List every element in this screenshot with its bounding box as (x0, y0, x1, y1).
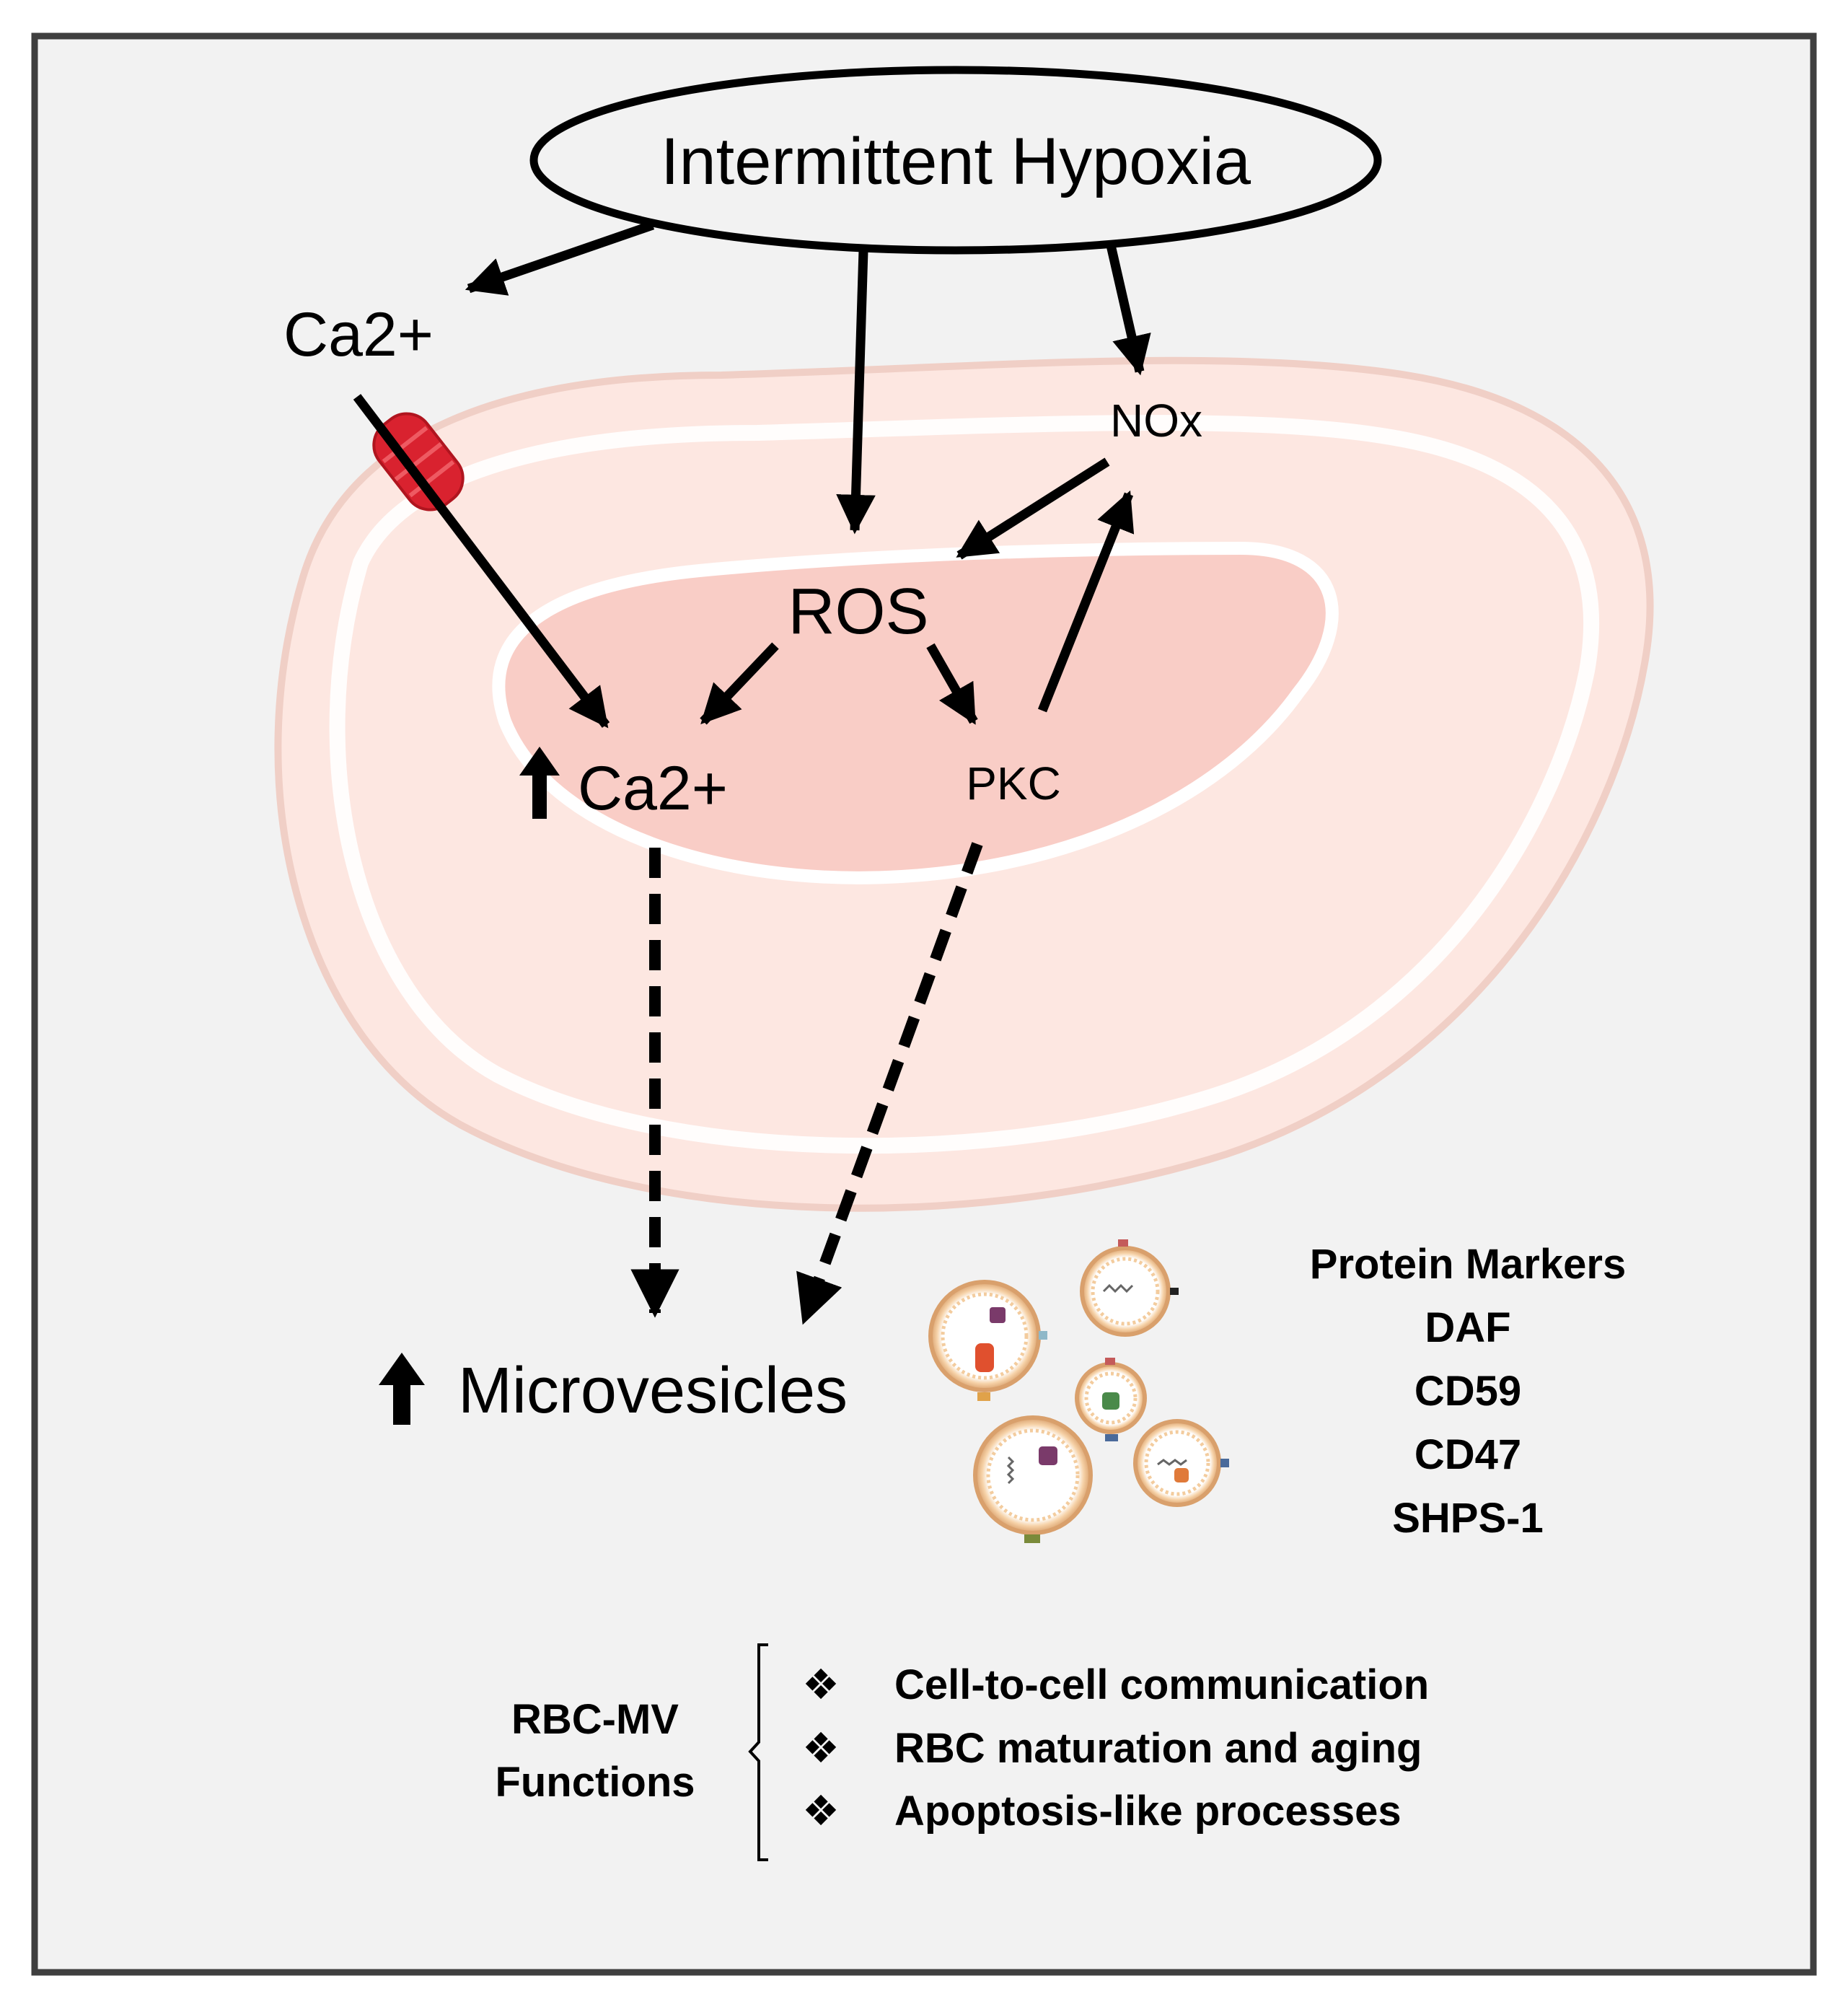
vesicle-2 (928, 1280, 1047, 1401)
functions-label-line1: RBC-MV (511, 1696, 679, 1743)
nox-label: NOx (1110, 395, 1202, 447)
bullet-icon: ❖ (802, 1661, 840, 1708)
microvesicles-label: Microvesicles (458, 1355, 848, 1427)
arrow-pkc-to-nox (1037, 490, 1135, 713)
bullet-icon: ❖ (802, 1725, 840, 1772)
vesicle-5 (1133, 1419, 1229, 1507)
markers-title: Protein Markers (1310, 1241, 1626, 1288)
arrow-hypoxia-to-ca-outside (465, 220, 655, 296)
marker-item: DAF (1425, 1304, 1510, 1351)
calcium-channel-icon (372, 412, 465, 511)
up-arrow-ca-icon (519, 747, 560, 819)
hypoxia-label: Intermittent Hypoxia (661, 125, 1251, 198)
vesicle-1 (1080, 1239, 1179, 1337)
ros-label: ROS (788, 576, 928, 648)
vesicle-4 (973, 1415, 1093, 1543)
ca-outside-label: Ca2+ (283, 300, 434, 369)
up-arrow-microvesicles-icon (379, 1353, 425, 1425)
arrow-ros-to-pkc (926, 643, 978, 725)
function-item: RBC maturation and aging (894, 1725, 1422, 1772)
rbc-rim-highlight (329, 415, 1600, 1154)
pkc-label: PKC (966, 757, 1061, 809)
arrow-ca-outside-to-ca-inside (353, 394, 610, 729)
functions-label-line2: Functions (495, 1759, 695, 1806)
arrow-hypoxia-to-ros (836, 250, 876, 535)
hypoxia-ellipse (529, 66, 1382, 255)
solid-arrows (353, 220, 1151, 729)
red-blood-cell (274, 356, 1654, 1212)
marker-item: CD59 (1414, 1368, 1521, 1415)
vesicle-3 (1075, 1358, 1147, 1441)
arrow-nox-to-ros (956, 457, 1110, 560)
functions-brace (748, 1643, 768, 1861)
arrow-pkc-to-microvesicles (796, 842, 983, 1325)
function-item: Cell-to-cell communication (894, 1661, 1429, 1708)
marker-item: SHPS-1 (1392, 1495, 1544, 1542)
function-item: Apoptosis-like processes (894, 1788, 1402, 1835)
ca-inside-label: Ca2+ (578, 754, 728, 823)
increase-arrows (379, 747, 560, 1425)
arrow-ros-to-ca-inside (700, 642, 779, 725)
dashed-arrows-2 (796, 842, 983, 1325)
marker-item: CD47 (1414, 1431, 1521, 1478)
microvesicle-cluster-icon (928, 1239, 1229, 1543)
bullet-icon: ❖ (802, 1788, 840, 1835)
arrow-hypoxia-to-nox (1106, 244, 1151, 376)
rbc-central-pallor (492, 541, 1339, 884)
